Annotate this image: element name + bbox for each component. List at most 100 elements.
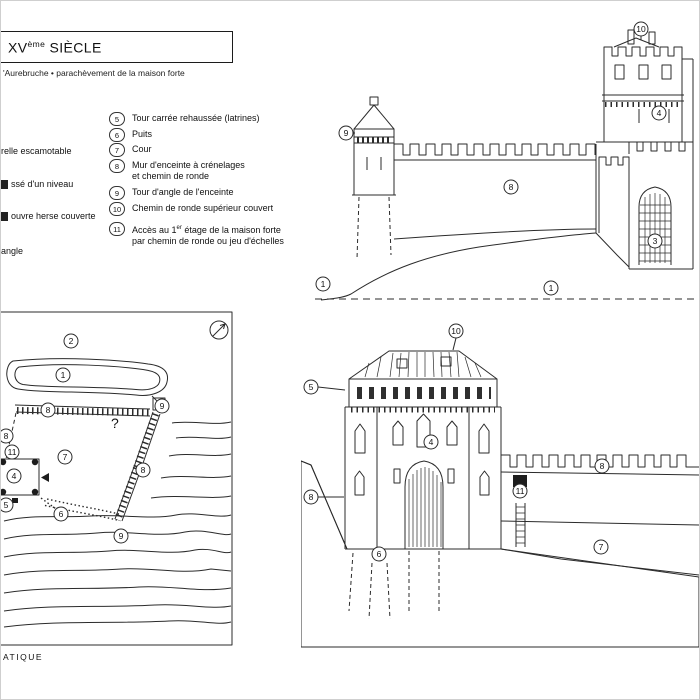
svg-text:9: 9	[119, 531, 124, 541]
plan-marker-7: 7	[57, 449, 73, 465]
plan-marker-4: 4	[6, 468, 22, 484]
moat-loop	[6, 358, 168, 404]
legend-number: 10	[109, 202, 125, 216]
svg-text:1: 1	[321, 279, 326, 289]
legend-label: Tour d'angle de l'enceinte	[132, 187, 234, 197]
svg-text:7: 7	[599, 542, 604, 552]
svg-text:10: 10	[636, 24, 646, 34]
legend-cut-item-2: ssé d'un niveau	[1, 179, 73, 189]
legend-label: Cour	[132, 144, 152, 154]
legend-item-9: 9 Tour d'angle de l'enceinte	[109, 186, 304, 200]
side-marker-8: 8	[503, 179, 519, 195]
leader-line	[317, 386, 346, 391]
svg-text:4: 4	[657, 108, 662, 118]
svg-text:3: 3	[653, 236, 658, 246]
plan-marker-5: 5	[1, 497, 14, 513]
side-marker-3: 3	[647, 233, 663, 249]
svg-text:8: 8	[141, 465, 146, 475]
svg-text:8: 8	[509, 182, 514, 192]
plan-marker-1: 1	[55, 367, 71, 383]
side-marker-10: 10	[633, 21, 649, 37]
gate-door	[404, 460, 444, 549]
contour-lines	[3, 421, 232, 628]
cut-glyph	[1, 179, 8, 189]
plan-frame	[1, 311, 233, 646]
plan-marker-8b: 8	[135, 462, 151, 478]
svg-text:4: 4	[12, 471, 17, 481]
page-title: XVème SIÈCLE	[8, 38, 102, 56]
svg-text:8: 8	[600, 461, 605, 471]
side-marker-1a: 1	[315, 276, 331, 292]
page-subtitle: 'Aurebruche • parachèvement de la maison…	[3, 68, 185, 78]
svg-text:7: 7	[63, 452, 68, 462]
svg-text:4: 4	[429, 437, 434, 447]
well-shaft	[368, 562, 391, 620]
svg-text:1: 1	[549, 283, 554, 293]
gate-portcullis	[638, 186, 672, 265]
compass-icon	[209, 320, 229, 340]
svg-text:10: 10	[451, 326, 461, 336]
front-marker-4: 4	[423, 434, 439, 450]
site-plan-drawing: ? 2 1 8 9 8 9 8 11 7 4 5 6	[1, 311, 233, 646]
legend-label: Puits	[132, 129, 153, 139]
legend-label: Chemin de ronde supérieur couvert	[132, 203, 274, 213]
side-elevation-drawing: 10 9 4 8 3 1 1	[315, 21, 695, 301]
svg-text:2: 2	[69, 336, 74, 346]
legend-item-6: 6 Puits	[109, 128, 304, 142]
front-marker-8b: 8	[594, 458, 610, 474]
legend-cut-item-4: angle	[1, 246, 24, 256]
front-marker-6: 6	[371, 546, 387, 562]
front-marker-5: 5	[303, 379, 319, 395]
svg-text:6: 6	[377, 549, 382, 559]
svg-text:11: 11	[8, 447, 17, 457]
svg-text:8: 8	[46, 405, 51, 415]
plan-marker-6: 6	[53, 506, 69, 522]
plan-marker-11: 11	[4, 444, 20, 460]
svg-text:11: 11	[516, 486, 525, 496]
svg-text:9: 9	[344, 128, 349, 138]
legend-number: 5	[109, 112, 125, 126]
legend-number: 7	[109, 143, 125, 157]
legend-cut-item-1: relle escamotable	[1, 146, 72, 156]
front-marker-10: 10	[448, 323, 464, 339]
legend-item-7: 7 Cour	[109, 143, 304, 157]
front-marker-7: 7	[593, 539, 609, 555]
roof	[348, 350, 498, 380]
svg-text:8: 8	[4, 431, 9, 441]
legend-number: 6	[109, 128, 125, 142]
svg-text:9: 9	[160, 401, 165, 411]
curtain-wall	[393, 143, 597, 240]
legend-label: Tour carrée rehaussée (latrines)	[132, 113, 260, 123]
legend-item-11: 11 Accès au 1er étage de la maison forte…	[109, 222, 304, 247]
front-marker-11: 11	[512, 483, 528, 499]
legend-item-10: 10 Chemin de ronde supérieur couvert	[109, 202, 304, 216]
facade-body	[344, 406, 502, 550]
svg-text:5: 5	[309, 382, 314, 392]
legend-number: 9	[109, 186, 125, 200]
leader-line	[452, 337, 457, 351]
side-marker-4: 4	[651, 105, 667, 121]
footer-caption: ATIQUE	[3, 652, 44, 662]
front-elevation-drawing: 10 5 4 8 8 11 6 7	[301, 323, 699, 648]
legend-item-5: 5 Tour carrée rehaussée (latrines)	[109, 112, 304, 126]
castle-side	[595, 29, 694, 270]
front-marker-8a: 8	[303, 489, 319, 505]
legend-number: 8	[109, 159, 125, 173]
plan-marker-9b: 9	[113, 528, 129, 544]
access-ladder	[513, 475, 527, 547]
plan-marker-2: 2	[63, 333, 79, 349]
cut-glyph	[1, 211, 8, 221]
svg-text:1: 1	[61, 370, 66, 380]
title-box: XVème SIÈCLE	[1, 31, 233, 63]
legend-number: 11	[109, 222, 125, 236]
legend-cut-item-3: ouvre herse couverte	[1, 211, 96, 221]
side-marker-1b: 1	[543, 280, 559, 296]
plan-marker-8c: 8	[1, 428, 14, 444]
corner-tower	[352, 96, 396, 260]
covered-walk-gallery	[348, 379, 498, 413]
svg-text:5: 5	[4, 500, 9, 510]
svg-text:6: 6	[59, 509, 64, 519]
